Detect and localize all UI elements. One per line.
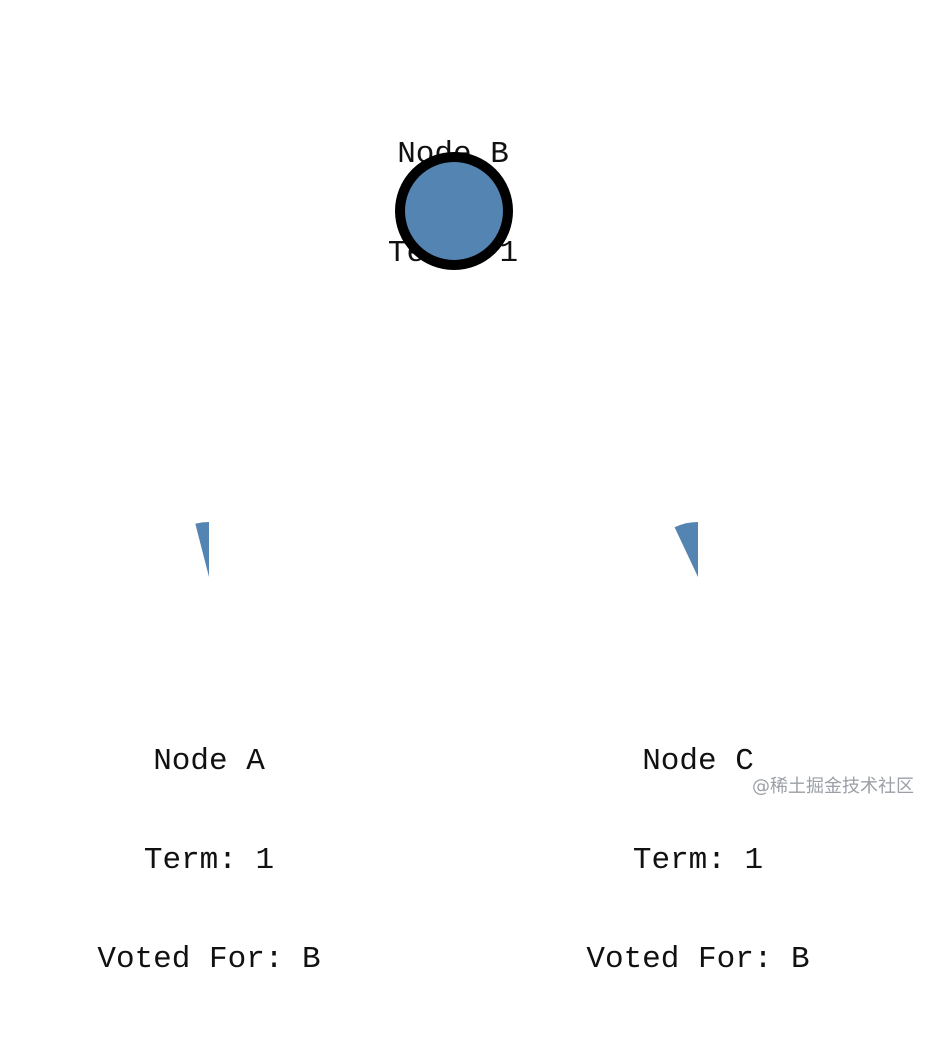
watermark: @稀土掘金技术社区 <box>752 776 914 797</box>
node-a-circle[interactable] <box>195 522 209 577</box>
node-c-circle[interactable] <box>674 522 698 577</box>
node-c-voted-for: Voted For: B <box>586 942 810 977</box>
node-a-name: Node A <box>153 744 265 779</box>
node-b-circle[interactable] <box>395 152 513 270</box>
raft-diagram: Node B Term: 1 Node A Term: 1 Voted For:… <box>97 138 914 976</box>
node-a-label: Node A Term: 1 Voted For: B <box>59 679 359 1042</box>
nodes-canvas <box>195 152 698 577</box>
node-c-name: Node C <box>642 744 754 779</box>
node-c-term: Term: 1 <box>632 843 764 878</box>
node-a-voted-for: Voted For: B <box>97 942 321 977</box>
node-a-term: Term: 1 <box>143 843 275 878</box>
node-c-label: Node C Term: 1 Voted For: B <box>548 679 848 1042</box>
